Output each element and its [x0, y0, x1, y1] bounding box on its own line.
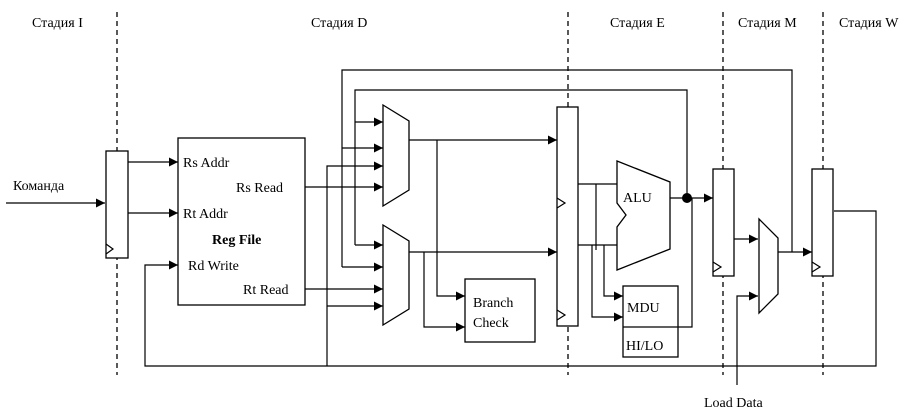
branch-label-line1: Branch [473, 296, 513, 311]
rt-addr-label: Rt Addr [183, 207, 228, 222]
hilo-label: HI/LO [626, 339, 663, 354]
stage-w-label: Стадия W [839, 16, 899, 31]
mdu-block [622, 285, 679, 358]
load-select-mux [758, 217, 779, 315]
reg-file-block [177, 137, 306, 306]
load-data-label: Load Data [704, 396, 763, 411]
e-stage-latch [556, 106, 579, 327]
branch-label-line2: Check [473, 316, 509, 331]
reg-file-title: Reg File [212, 233, 261, 248]
instruction-input-label: Команда [13, 179, 65, 194]
mdu-label: MDU [627, 301, 660, 316]
i-stage-latch [105, 150, 129, 259]
rt-bypass-mux [382, 223, 410, 327]
m-stage-latch [712, 168, 735, 277]
stage-m-label: Стадия M [738, 16, 797, 31]
rs-addr-label: Rs Addr [183, 156, 230, 171]
rt-read-label: Rt Read [243, 283, 289, 298]
rs-bypass-mux [382, 103, 410, 208]
stage-e-label: Стадия E [610, 16, 665, 31]
rd-write-label: Rd Write [188, 259, 239, 274]
alu-label: ALU [623, 191, 652, 206]
stage-i-label: Стадия I [32, 16, 83, 31]
alu-block [616, 160, 671, 271]
stage-d-label: Стадия D [311, 16, 367, 31]
w-stage-latch [811, 168, 834, 277]
rs-read-label: Rs Read [236, 181, 283, 196]
branch-check-block [464, 278, 536, 343]
alu-output-junction [682, 193, 692, 203]
wires [6, 69, 877, 385]
